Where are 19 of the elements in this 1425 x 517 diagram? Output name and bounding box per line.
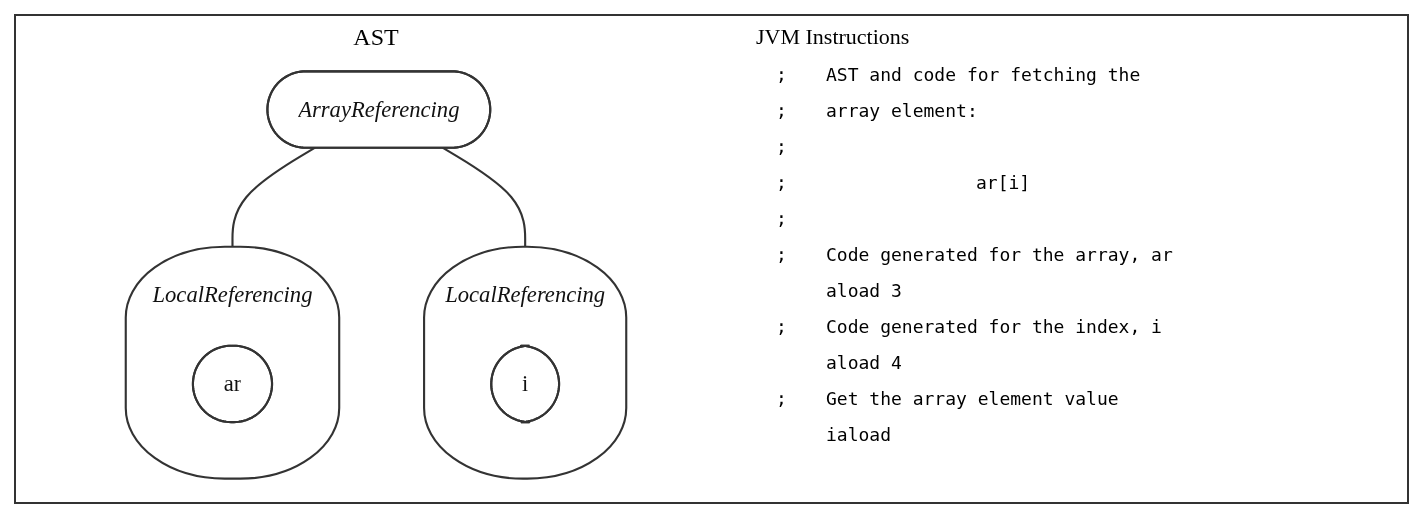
comment-mark: ; [776, 388, 787, 409]
comment-mark: ; [776, 136, 787, 157]
comment-mark: ; [776, 208, 787, 229]
code-line: Code generated for the index, i [826, 316, 1162, 337]
code-line: Code generated for the array, ar [826, 244, 1173, 265]
code-line: aload 3 [826, 280, 902, 301]
code-line: iaload [826, 424, 892, 445]
listing-heading: JVM Instructions [756, 24, 910, 50]
comment-mark: ; [776, 316, 787, 337]
comment-mark: ; [776, 172, 787, 193]
code-line: Get the array element value [826, 388, 1119, 409]
code-line: aload 4 [826, 352, 902, 373]
code-line: array element: [826, 100, 978, 121]
comment-mark: ; [776, 244, 787, 265]
code-line: ar[i] [976, 172, 1031, 193]
comment-mark: ; [776, 64, 787, 85]
diagram-heading: AST [353, 24, 399, 51]
code-line: AST and code for fetching the [826, 64, 1141, 85]
comment-mark: ; [776, 100, 787, 121]
